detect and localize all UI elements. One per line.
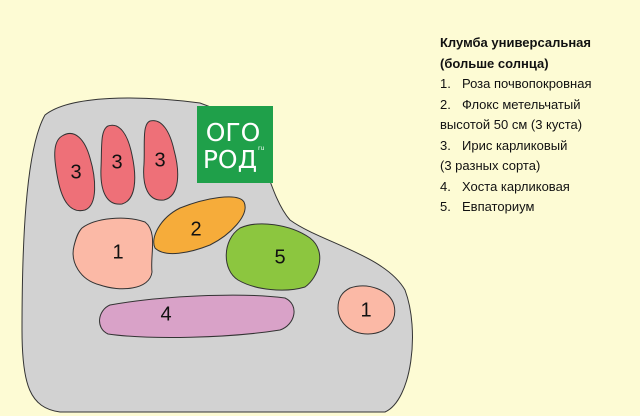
legend: Клумба универсальная (больше солнца) 1.Р… bbox=[440, 33, 592, 218]
legend-title-2: (больше солнца) bbox=[440, 55, 549, 71]
bed-iris-b bbox=[100, 124, 136, 205]
label-phlox: 2 bbox=[190, 218, 201, 240]
legend-item: 3.Ирис карликовый bbox=[440, 137, 568, 153]
bed-rose-a bbox=[72, 217, 154, 290]
legend-item: 5.Евпаториум bbox=[440, 199, 535, 214]
label-hosta: 4 bbox=[160, 303, 171, 325]
bed-iris-a bbox=[54, 133, 96, 212]
legend-item-cont: высотой 50 см (3 куста) bbox=[440, 117, 583, 132]
legend-item: 2.Флокс метельчатый bbox=[440, 96, 581, 112]
ogorod-logo: ОГО РОД ru bbox=[197, 106, 273, 183]
legend-item-cont: (3 разных сорта) bbox=[440, 158, 541, 173]
label-iris-c: 3 bbox=[154, 149, 165, 171]
legend-title-1: Клумба универсальная bbox=[440, 35, 591, 50]
legend-item: 1.Роза почвопокровная bbox=[440, 76, 592, 91]
label-iris-b: 3 bbox=[111, 151, 122, 173]
logo-suffix: ru bbox=[258, 145, 264, 152]
bed-hosta bbox=[99, 294, 295, 338]
label-rose-a: 1 bbox=[112, 241, 123, 263]
label-eupatorium: 5 bbox=[274, 246, 285, 268]
logo-line1: ОГО bbox=[206, 118, 261, 147]
bed-rose-b bbox=[337, 285, 396, 335]
label-iris-a: 3 bbox=[70, 161, 81, 183]
bed-iris-c bbox=[143, 120, 179, 201]
logo-line2: РОД bbox=[203, 145, 257, 174]
label-rose-b: 1 bbox=[360, 299, 371, 321]
bed-phlox bbox=[153, 196, 246, 255]
bed-eupatorium bbox=[225, 223, 321, 291]
legend-item: 4.Хоста карликовая bbox=[440, 178, 570, 194]
